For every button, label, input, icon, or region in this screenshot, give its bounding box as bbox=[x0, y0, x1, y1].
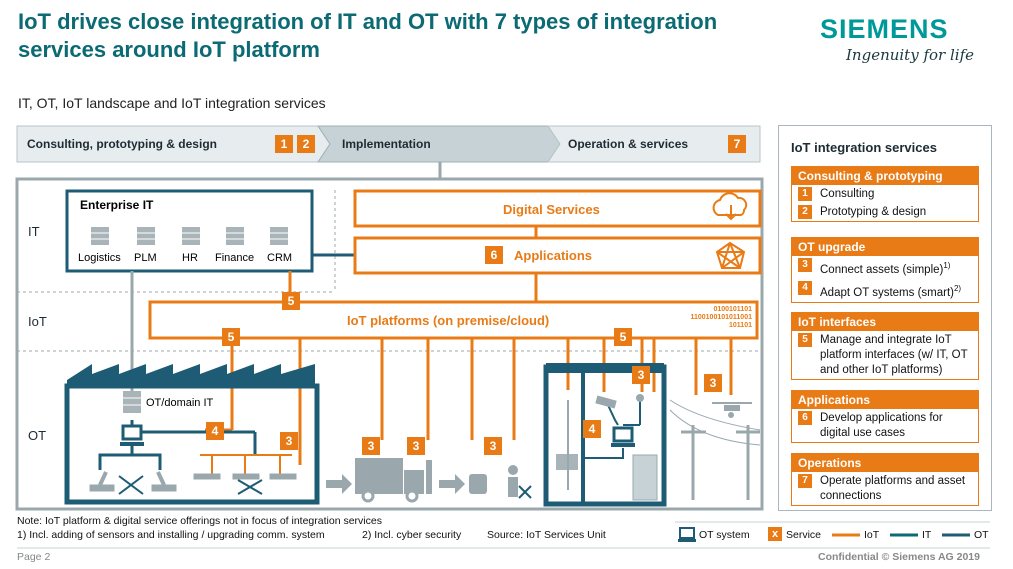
layer-label-it: IT bbox=[28, 224, 40, 239]
legend-ot: OT bbox=[974, 529, 989, 541]
cloud-download-icon bbox=[712, 192, 748, 221]
marker-3-truck: 3 bbox=[362, 437, 380, 455]
applications-label: Applications bbox=[514, 248, 593, 263]
legend-graphics bbox=[678, 527, 970, 542]
network-icon bbox=[715, 241, 746, 269]
system-hr: HR bbox=[182, 252, 198, 264]
legend-iot: IoT bbox=[864, 529, 880, 541]
group-header: Consulting & prototyping bbox=[792, 167, 978, 185]
legend-service: Service bbox=[786, 529, 822, 541]
phase-operation-label: Operation & services bbox=[568, 137, 689, 151]
siemens-logo: SIEMENS bbox=[820, 14, 949, 44]
marker-3-factory: 3 bbox=[280, 432, 298, 450]
system-plm: PLM bbox=[134, 252, 157, 264]
marker-4-factory: 4 bbox=[206, 422, 224, 440]
system-logistics: Logistics bbox=[78, 252, 121, 264]
layer-label-ot: OT bbox=[28, 428, 47, 443]
phase-consulting-label: Consulting, prototyping & design bbox=[27, 137, 217, 151]
page-title: IoT drives close integration of IT and O… bbox=[18, 9, 718, 62]
page-number: Page 2 bbox=[17, 551, 51, 563]
applications-marker: 6 bbox=[485, 246, 503, 264]
footnote-2: 2) Incl. cyber security bbox=[362, 529, 462, 541]
ot-computer-icon-2 bbox=[611, 426, 635, 447]
factory-building-1 bbox=[64, 364, 320, 505]
marker-5-ot-left: 5 bbox=[222, 328, 240, 346]
integration-services-panel: IoT integration services Consulting & pr… bbox=[778, 125, 992, 511]
group-header: Applications bbox=[792, 391, 978, 409]
phase-marker-7: 7 bbox=[728, 135, 746, 153]
source-note: Source: IoT Services Unit bbox=[487, 529, 606, 541]
iot-platform-label: IoT platforms (on premise/cloud) bbox=[347, 313, 550, 328]
ot-domain-it-label: OT/domain IT bbox=[146, 397, 214, 409]
phase-marker-2: 2 bbox=[297, 135, 315, 153]
phase-arrow-bar bbox=[16, 125, 761, 178]
legend-it: IT bbox=[922, 529, 932, 541]
marker-3-worker: 3 bbox=[484, 437, 502, 455]
diagram-frame bbox=[15, 177, 764, 511]
note-line: Note: IoT platform & digital service off… bbox=[17, 515, 382, 527]
legend-ot-system: OT system bbox=[699, 529, 750, 541]
system-crm: CRM bbox=[267, 252, 293, 264]
marker-5-ot-right: 5 bbox=[614, 328, 632, 346]
iot-platform-box bbox=[148, 300, 759, 340]
marker-3-signal: 3 bbox=[407, 437, 425, 455]
system-finance: Finance bbox=[215, 252, 255, 264]
footnote-1: 1) Incl. adding of sensors and installin… bbox=[17, 529, 325, 541]
digital-services-box bbox=[353, 189, 762, 228]
confidential-notice: Confidential © Siemens AG 2019 bbox=[818, 551, 980, 563]
marker-5-it: 5 bbox=[282, 292, 300, 310]
applications-box bbox=[353, 236, 762, 275]
group-header: OT upgrade bbox=[792, 238, 978, 256]
diagram-subtitle: IT, OT, IoT landscape and IoT integratio… bbox=[18, 95, 326, 111]
marker-3-building: 3 bbox=[632, 366, 650, 384]
drone-icon bbox=[712, 402, 752, 418]
legend-service-mark: x bbox=[771, 528, 779, 540]
logo-tagline: Ingenuity for life bbox=[846, 46, 974, 64]
ot-server-icon bbox=[123, 391, 141, 413]
ot-computer-icon bbox=[120, 424, 144, 446]
panel-title: IoT integration services bbox=[791, 140, 937, 155]
group-header: IoT interfaces bbox=[792, 313, 978, 331]
group-header: Operations bbox=[792, 454, 978, 472]
marker-3-grid: 3 bbox=[704, 374, 722, 392]
layer-label-iot: IoT bbox=[28, 314, 47, 329]
phase-implementation-label: Implementation bbox=[342, 137, 431, 151]
enterprise-it-title: Enterprise IT bbox=[80, 198, 154, 212]
marker-4-building: 4 bbox=[583, 420, 601, 438]
digital-services-label: Digital Services bbox=[503, 202, 600, 217]
phase-marker-1: 1 bbox=[275, 135, 293, 153]
